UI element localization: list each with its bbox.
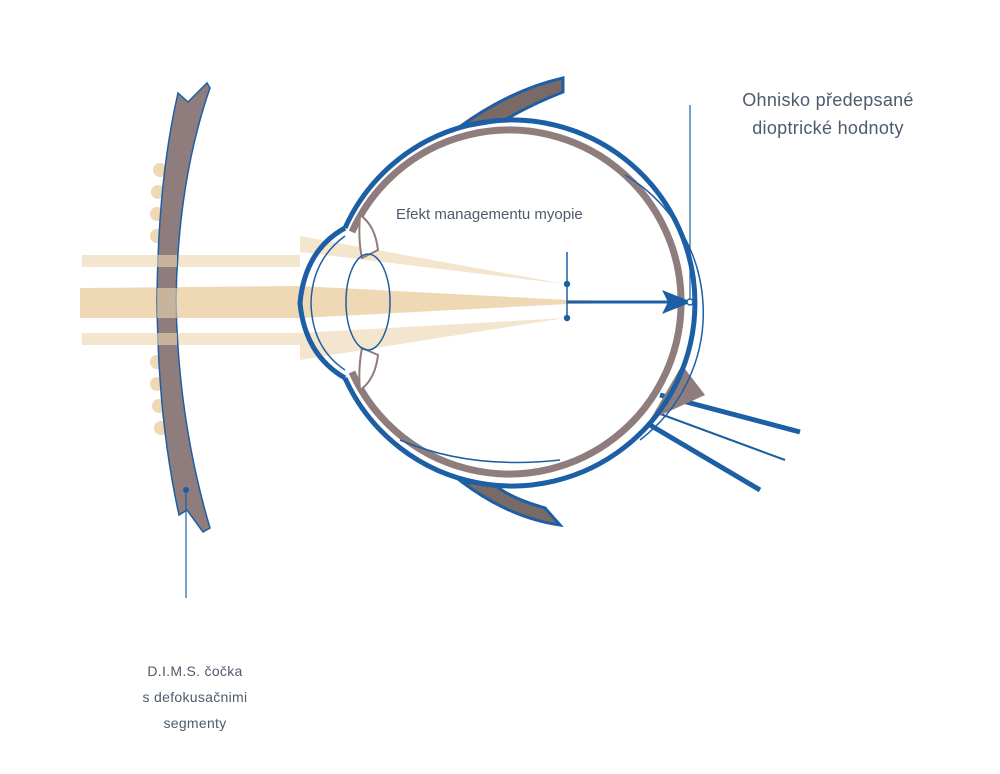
anterior-chamber (310, 235, 346, 371)
ciliary-body-lower (358, 346, 380, 392)
lens-label: D.I.M.S. čočka s defokusačnimi segmenty (110, 658, 280, 736)
crystalline-lens (345, 253, 391, 351)
sclera (342, 117, 698, 489)
retina (624, 174, 705, 441)
lower-eyelid (456, 480, 564, 528)
focus-arrow (567, 290, 694, 314)
pointer-lines (183, 105, 691, 598)
ciliary-body-upper (358, 213, 380, 260)
lens-label-line3: segmenty (163, 715, 227, 731)
myopia-effect-label: Efekt managementu myopie (396, 206, 583, 223)
upper-eyelid (457, 76, 565, 130)
optic-nerve (648, 365, 801, 493)
lens-label-line1: D.I.M.S. čočka (147, 663, 243, 679)
lens-label-line2: s defokusačnimi (142, 689, 248, 705)
focus-label-line1: Ohnisko předepsané (742, 90, 914, 110)
central-beam (80, 286, 690, 318)
lower-peripheral-beam (82, 318, 565, 360)
dims-lens (150, 81, 211, 533)
focus-label-line2: dioptrické hodnoty (752, 118, 904, 138)
focus-label: Ohnisko předepsané dioptrické hodnoty (690, 86, 966, 142)
retina-lower (399, 439, 561, 464)
cornea (297, 225, 347, 381)
